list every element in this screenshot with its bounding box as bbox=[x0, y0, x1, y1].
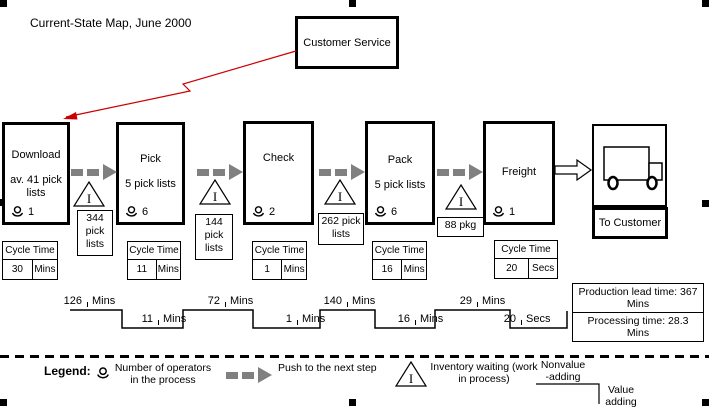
cycle-time-label: Cycle Time bbox=[495, 241, 557, 259]
process-name: Freight bbox=[501, 166, 537, 178]
push-arrow-icon[interactable] bbox=[197, 164, 243, 180]
customer-service-label: Customer Service bbox=[303, 36, 391, 49]
legend-inventory-text: Inventory waiting (work in process) bbox=[430, 361, 538, 385]
production-lead-time: Production lead time: 367 Mins bbox=[573, 284, 703, 313]
inventory-triangle-icon[interactable]: I bbox=[72, 180, 106, 208]
process-box-check[interactable]: Check 2 bbox=[243, 121, 314, 225]
legend-operators-text: Number of operators in the process bbox=[114, 362, 212, 386]
truck-box[interactable] bbox=[592, 124, 667, 207]
cycle-time-label: Cycle Time bbox=[128, 242, 180, 260]
cycle-time-label: Cycle Time bbox=[3, 242, 57, 260]
cycle-time-value: 11 bbox=[128, 260, 157, 279]
processing-time: Processing time: 28.3 Mins bbox=[587, 315, 689, 339]
svg-text:I: I bbox=[87, 191, 91, 206]
operator-count: 1 bbox=[491, 205, 515, 218]
push-arrow-icon bbox=[226, 367, 272, 383]
operator-count: 1 bbox=[10, 205, 34, 218]
process-name: Pack bbox=[387, 154, 413, 166]
inventory-label[interactable]: 88 pkg bbox=[437, 217, 484, 237]
inventory-triangle-icon[interactable]: I bbox=[323, 178, 357, 206]
inventory-triangle-icon: I bbox=[394, 360, 428, 387]
legend-value-text: Value adding bbox=[605, 384, 637, 408]
summary-box[interactable]: Production lead time: 367 Mins Processin… bbox=[572, 283, 704, 342]
process-name: Download bbox=[11, 149, 61, 161]
operator-icon bbox=[11, 206, 24, 217]
operator-icon bbox=[125, 206, 138, 217]
legend-nonvalue-text: Nonvalue -adding bbox=[540, 359, 586, 383]
cycle-time-value: 1 bbox=[253, 260, 283, 279]
to-customer-label: To Customer bbox=[598, 217, 662, 229]
svg-text:I: I bbox=[338, 189, 342, 204]
cycle-time-unit: Mins bbox=[34, 264, 56, 275]
electronic-info-arrow-icon[interactable] bbox=[63, 50, 297, 120]
legend-step-line bbox=[536, 383, 600, 404]
inventory-label[interactable]: 344 pick lists bbox=[77, 210, 113, 256]
cycle-time-unit: Mins bbox=[283, 264, 305, 275]
selection-handle[interactable] bbox=[349, 0, 356, 7]
legend-push-text: Push to the next step bbox=[278, 362, 377, 374]
inventory-label[interactable]: 144 pick lists bbox=[195, 214, 233, 260]
cycle-time-unit: Mins bbox=[157, 264, 179, 275]
svg-text:I: I bbox=[459, 194, 463, 209]
process-name: Pick bbox=[140, 153, 161, 165]
cycle-time-unit: Mins bbox=[403, 264, 425, 275]
svg-text:I: I bbox=[409, 371, 413, 386]
process-name: Check bbox=[262, 152, 295, 164]
inventory-triangle-icon[interactable]: I bbox=[444, 183, 478, 211]
selection-handle[interactable] bbox=[0, 399, 7, 406]
process-box-freight[interactable]: Freight 1 bbox=[483, 121, 555, 225]
operator-icon bbox=[97, 367, 109, 379]
operator-icon bbox=[492, 206, 505, 217]
process-box-pack[interactable]: Pack 5 pick lists 6 bbox=[365, 121, 435, 225]
cycle-time-label: Cycle Time bbox=[373, 242, 426, 260]
selection-handle[interactable] bbox=[702, 200, 709, 207]
cycle-time-value: 20 bbox=[495, 259, 530, 278]
customer-service-box[interactable]: Customer Service bbox=[295, 16, 399, 69]
cycle-time-box-pack[interactable]: Cycle Time 16 Mins bbox=[372, 241, 427, 280]
to-customer-box[interactable]: To Customer bbox=[592, 207, 668, 239]
push-arrow-icon[interactable] bbox=[71, 164, 117, 180]
process-box-download[interactable]: Download av. 41 pick lists 1 bbox=[2, 122, 70, 225]
operator-icon bbox=[252, 206, 265, 217]
cycle-time-box-freight[interactable]: Cycle Time 20 Secs bbox=[494, 240, 558, 279]
inventory-label[interactable]: 262 pick lists bbox=[318, 213, 364, 245]
truck-icon bbox=[603, 146, 663, 191]
push-arrow-icon[interactable] bbox=[319, 164, 365, 180]
cycle-time-value: 16 bbox=[373, 260, 403, 279]
selection-handle[interactable] bbox=[0, 0, 7, 7]
cycle-time-label: Cycle Time bbox=[253, 242, 306, 260]
shipment-arrow-icon[interactable] bbox=[554, 158, 593, 182]
process-box-pick[interactable]: Pick 5 pick lists 6 bbox=[116, 122, 185, 225]
selection-handle[interactable] bbox=[702, 0, 709, 7]
selection-handle[interactable] bbox=[349, 399, 356, 406]
cycle-time-box-pick[interactable]: Cycle Time 11 Mins bbox=[127, 241, 181, 280]
page-title: Current-State Map, June 2000 bbox=[30, 16, 192, 30]
process-detail: av. 41 pick lists bbox=[10, 174, 62, 199]
cycle-time-value: 30 bbox=[3, 260, 33, 279]
push-arrow-icon[interactable] bbox=[437, 164, 483, 180]
inventory-triangle-icon[interactable]: I bbox=[198, 178, 232, 206]
cycle-time-unit: Secs bbox=[532, 263, 555, 274]
process-detail: 5 pick lists bbox=[374, 179, 426, 191]
cycle-time-box-download[interactable]: Cycle Time 30 Mins bbox=[2, 241, 58, 280]
legend-title: Legend: bbox=[44, 364, 91, 378]
operator-count: 2 bbox=[251, 205, 275, 218]
operator-count: 6 bbox=[373, 205, 397, 218]
selection-handle[interactable] bbox=[702, 399, 709, 406]
cycle-time-box-check[interactable]: Cycle Time 1 Mins bbox=[252, 241, 307, 280]
legend-separator bbox=[0, 355, 709, 358]
process-detail: 5 pick lists bbox=[125, 178, 176, 190]
operator-icon bbox=[374, 206, 387, 217]
svg-text:I: I bbox=[213, 189, 217, 204]
operator-count: 6 bbox=[124, 205, 148, 218]
